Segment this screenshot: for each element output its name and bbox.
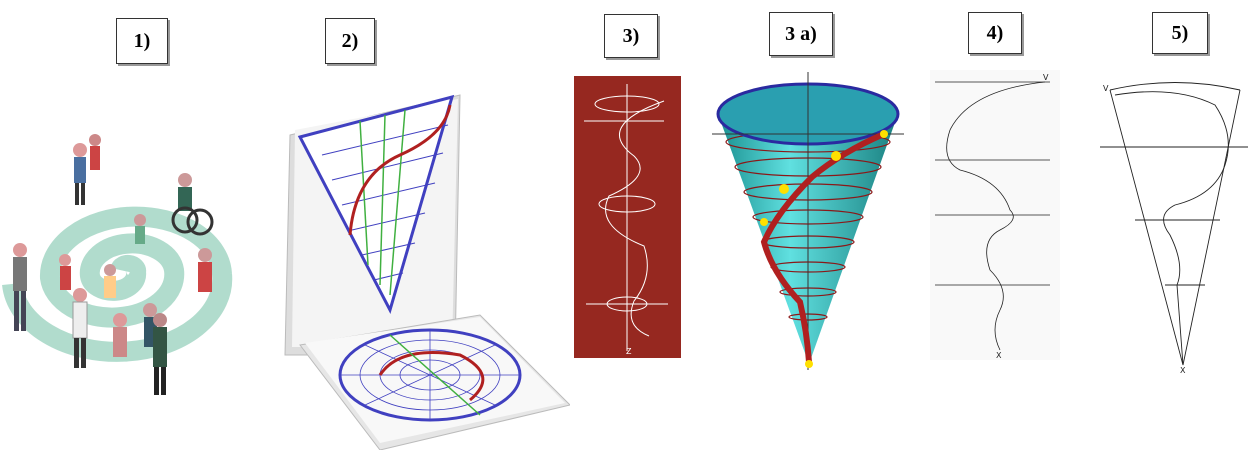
panel-1-label: 1) (116, 18, 168, 64)
panel-2-label: 2) (325, 18, 375, 64)
people-figures (13, 134, 214, 395)
svg-text:X: X (1180, 366, 1186, 375)
panel-3a-label: 3 a) (769, 12, 833, 56)
panel-3-label: 3) (604, 14, 658, 58)
helix-cone-illustration (712, 72, 904, 372)
funnel-sketch-diagram-5: V X (1095, 75, 1248, 375)
svg-text:V: V (1043, 73, 1049, 82)
red-vortex-diagram: Z (574, 76, 681, 358)
svg-text:V: V (1103, 84, 1109, 93)
svg-text:X: X (996, 351, 1002, 360)
svg-text:Z: Z (626, 347, 632, 356)
cone-projection-diagram (280, 85, 570, 450)
spiral-people-illustration (0, 120, 240, 410)
panel-5-label: 5) (1152, 12, 1208, 54)
line-sketch-diagram-4: V X (930, 70, 1060, 360)
panel-4-label: 4) (968, 12, 1022, 54)
